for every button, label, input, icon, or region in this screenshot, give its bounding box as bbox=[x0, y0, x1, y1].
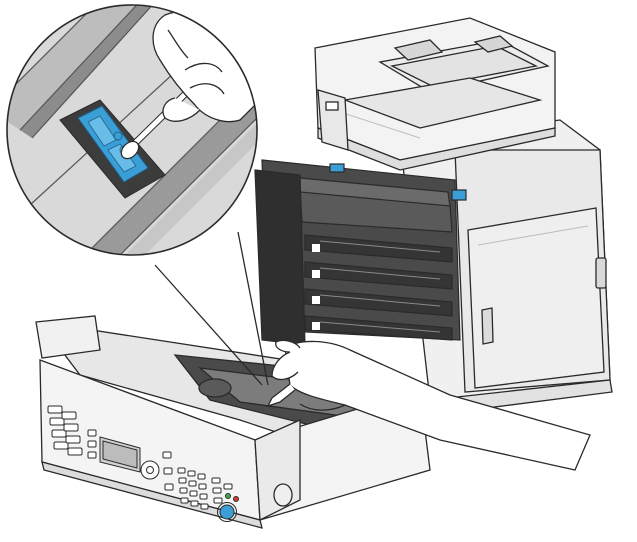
side-door[interactable] bbox=[467, 207, 605, 389]
blue-lever-left[interactable] bbox=[329, 163, 345, 173]
status-led-green bbox=[225, 493, 231, 499]
callout-pointer bbox=[154, 231, 269, 386]
start-button[interactable] bbox=[219, 504, 235, 520]
zoom-callout bbox=[6, 4, 258, 256]
blue-lever-right[interactable] bbox=[451, 189, 467, 201]
one-touch-buttons[interactable] bbox=[47, 405, 83, 456]
arm-icon bbox=[266, 339, 591, 471]
front-cover[interactable] bbox=[35, 315, 431, 529]
control-panel bbox=[47, 405, 239, 522]
scanner-unit bbox=[314, 17, 556, 171]
status-led-red bbox=[233, 496, 239, 502]
side-latch[interactable] bbox=[595, 257, 607, 289]
printer-interior bbox=[254, 159, 467, 346]
zoom-callout-border bbox=[6, 4, 258, 256]
pointing-hand-icon bbox=[152, 9, 257, 123]
cover-latch-button[interactable] bbox=[273, 483, 293, 507]
numeric-keypad[interactable] bbox=[177, 467, 209, 510]
